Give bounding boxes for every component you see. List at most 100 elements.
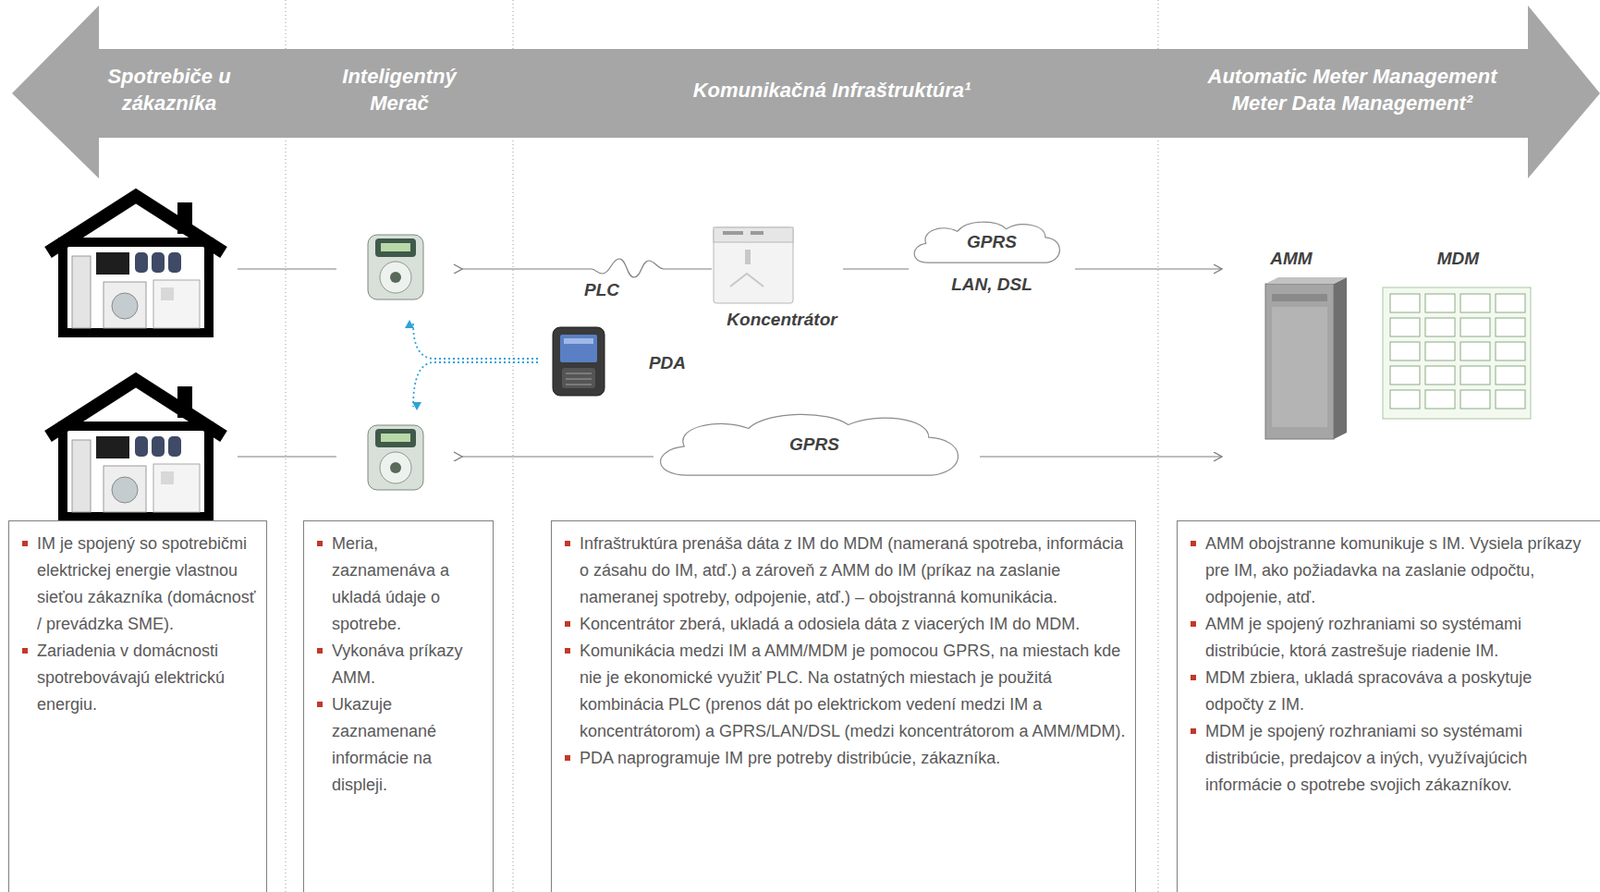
- bullet-text: Ukazuje zaznamenané informácie na disple…: [331, 695, 437, 794]
- grid-cell: [1425, 390, 1455, 409]
- gprs-link: [462, 455, 654, 457]
- house-meter-wires: [237, 268, 337, 457]
- connector: [1074, 268, 1222, 269]
- pda-icon: [552, 327, 605, 396]
- grid-cell: [1495, 366, 1526, 385]
- bullet-text: AMM je spojený rozhraniami so systémami …: [1205, 614, 1522, 660]
- link-label: PLC: [584, 279, 620, 302]
- bullet-square: [1190, 728, 1197, 734]
- grid-cell: [1390, 341, 1420, 361]
- bullet-text: Infraštruktúra prenáša dáta z IM do MDM …: [579, 534, 1124, 607]
- bullet-text: Zariadenia v domácnosti spotrebovávajú e…: [36, 641, 225, 714]
- bullet-item: Koncentrátor zberá, ukladá a odosiela dá…: [564, 610, 1126, 638]
- grid-cell: [1390, 293, 1420, 313]
- network-cloud: GPRS: [648, 408, 980, 481]
- grid-cell: [1425, 341, 1455, 361]
- grid-cell: [1460, 390, 1491, 409]
- bullet-item: Infraštruktúra prenáša dáta z IM do MDM …: [564, 530, 1126, 611]
- description-box: IM je spojený so spotrebičmi elektrickej…: [8, 520, 268, 892]
- bullet-item: Ukazuje zaznamenané informácie na disple…: [317, 691, 484, 799]
- bullet-item: PDA naprogramuje IM pre potreby distribú…: [564, 745, 1126, 772]
- grid-cell: [1425, 366, 1455, 385]
- description-box: AMM obojstranne komunikuje s IM. Vysiela…: [1176, 520, 1600, 892]
- grid-cell: [1460, 341, 1491, 361]
- grid-cell: [1390, 390, 1420, 409]
- bullet-text: Koncentrátor zberá, ukladá a odosiela dá…: [579, 614, 1080, 634]
- network-cloud: GPRS LAN, DSL: [908, 218, 1075, 304]
- bullet-square: [317, 540, 323, 547]
- header-arrow: Spotrebiče u zákazníka Inteligentný Merač…: [0, 0, 1600, 182]
- bullet-square: [22, 540, 28, 547]
- device-label: PDA: [648, 352, 686, 375]
- bullet-square: [1190, 540, 1197, 547]
- column-heading: Komunikačná Infraštruktúra¹: [637, 77, 1026, 105]
- description-box: Meria, zaznamenáva a ukladá údaje o spot…: [303, 520, 494, 892]
- grid-cell: [1495, 341, 1526, 361]
- bullet-item: AMM obojstranne komunikuje s IM. Vysiela…: [1190, 530, 1594, 611]
- amm-server-icon: [1265, 277, 1347, 440]
- bullet-text: MDM zbiera, ukladá spracováva a poskytuj…: [1205, 668, 1532, 714]
- house-icon: [48, 195, 224, 333]
- grid-cell: [1495, 317, 1526, 337]
- bullet-square: [564, 540, 571, 547]
- network-subtitle: LAN, DSL: [908, 273, 1075, 296]
- bullet-square: [564, 755, 571, 761]
- bullet-square: [1190, 674, 1197, 681]
- bullet-text: PDA naprogramuje IM pre potreby distribú…: [579, 748, 1001, 768]
- connector: [842, 268, 909, 269]
- bullet-item: AMM je spojený rozhraniami so systémami …: [1190, 610, 1594, 665]
- bullet-item: IM je spojený so spotrebičmi elektrickej…: [22, 530, 257, 638]
- pda-links: [413, 323, 538, 407]
- bullet-square: [317, 701, 323, 708]
- amm-node: AMM: [1221, 247, 1361, 468]
- bullet-item: MDM je spojený rozhraniami so systémami …: [1190, 718, 1594, 799]
- grid-cell: [1390, 366, 1420, 385]
- column-heading: Inteligentný Merač: [329, 63, 469, 117]
- bullet-text: Vykonáva príkazy AMM.: [331, 641, 463, 687]
- connector: [979, 455, 1222, 457]
- header-row: Spotrebiče u zákazníka Inteligentný Merač…: [0, 0, 1600, 182]
- bullet-item: Meria, zaznamenáva a ukladá údaje o spot…: [317, 530, 484, 638]
- grid-cell: [1460, 366, 1491, 385]
- pda-node: PDA: [632, 345, 703, 381]
- double-arrow: [12, 5, 1600, 179]
- grid-cell: [1425, 293, 1455, 313]
- bullet-square: [317, 647, 323, 654]
- bullet-item: Zariadenia v domácnosti spotrebovávajú e…: [22, 637, 257, 719]
- bullet-text: IM je spojený so spotrebičmi elektrickej…: [36, 534, 257, 634]
- grid-cell: [1425, 317, 1455, 337]
- grid-cell: [1390, 317, 1420, 337]
- network-name: GPRS: [908, 218, 1075, 267]
- bullet-text: Meria, zaznamenáva a ukladá údaje o spot…: [331, 534, 450, 634]
- column-heading: Spotrebiče u zákazníka: [99, 63, 239, 117]
- bullet-item: Komunikácia medzi IM a AMM/MDM je pomoco…: [564, 637, 1126, 746]
- house-icon: [48, 379, 224, 517]
- grid-cell: [1495, 293, 1526, 313]
- concentrator-icon: [713, 227, 794, 304]
- bullet-text: AMM obojstranne komunikuje s IM. Vysiela…: [1205, 534, 1582, 607]
- network-name: GPRS: [648, 408, 980, 481]
- plc-link: [462, 258, 712, 278]
- device-label: AMM: [1270, 247, 1312, 270]
- grid-cell: [1460, 293, 1491, 313]
- column-heading: Automatic Meter Management Meter Data Ma…: [1190, 63, 1515, 117]
- smart-meter-icon: [367, 234, 424, 300]
- bullet-square: [564, 647, 571, 654]
- smart-meter-icon: [367, 425, 424, 490]
- bullet-text: MDM je spojený rozhraniami so systémami …: [1205, 721, 1527, 794]
- bullet-square: [22, 647, 28, 654]
- device-label: MDM: [1437, 247, 1479, 270]
- device-label: Koncentrátor: [726, 308, 837, 331]
- bullet-square: [564, 621, 571, 627]
- bullet-square: [1190, 621, 1197, 627]
- concentrator-node: Koncentrátor: [720, 219, 843, 331]
- bullet-item: Vykonáva príkazy AMM.: [317, 637, 484, 692]
- mdm-node: MDM: [1386, 247, 1530, 285]
- grid-cell: [1460, 317, 1491, 337]
- bullet-text: Komunikácia medzi IM a AMM/MDM je pomoco…: [579, 641, 1126, 741]
- description-box: Infraštruktúra prenáša dáta z IM do MDM …: [550, 520, 1136, 892]
- bullet-item: MDM zbiera, ukladá spracováva a poskytuj…: [1190, 664, 1594, 719]
- grid-cell: [1495, 390, 1526, 409]
- mdm-chart-icon: [1382, 287, 1531, 419]
